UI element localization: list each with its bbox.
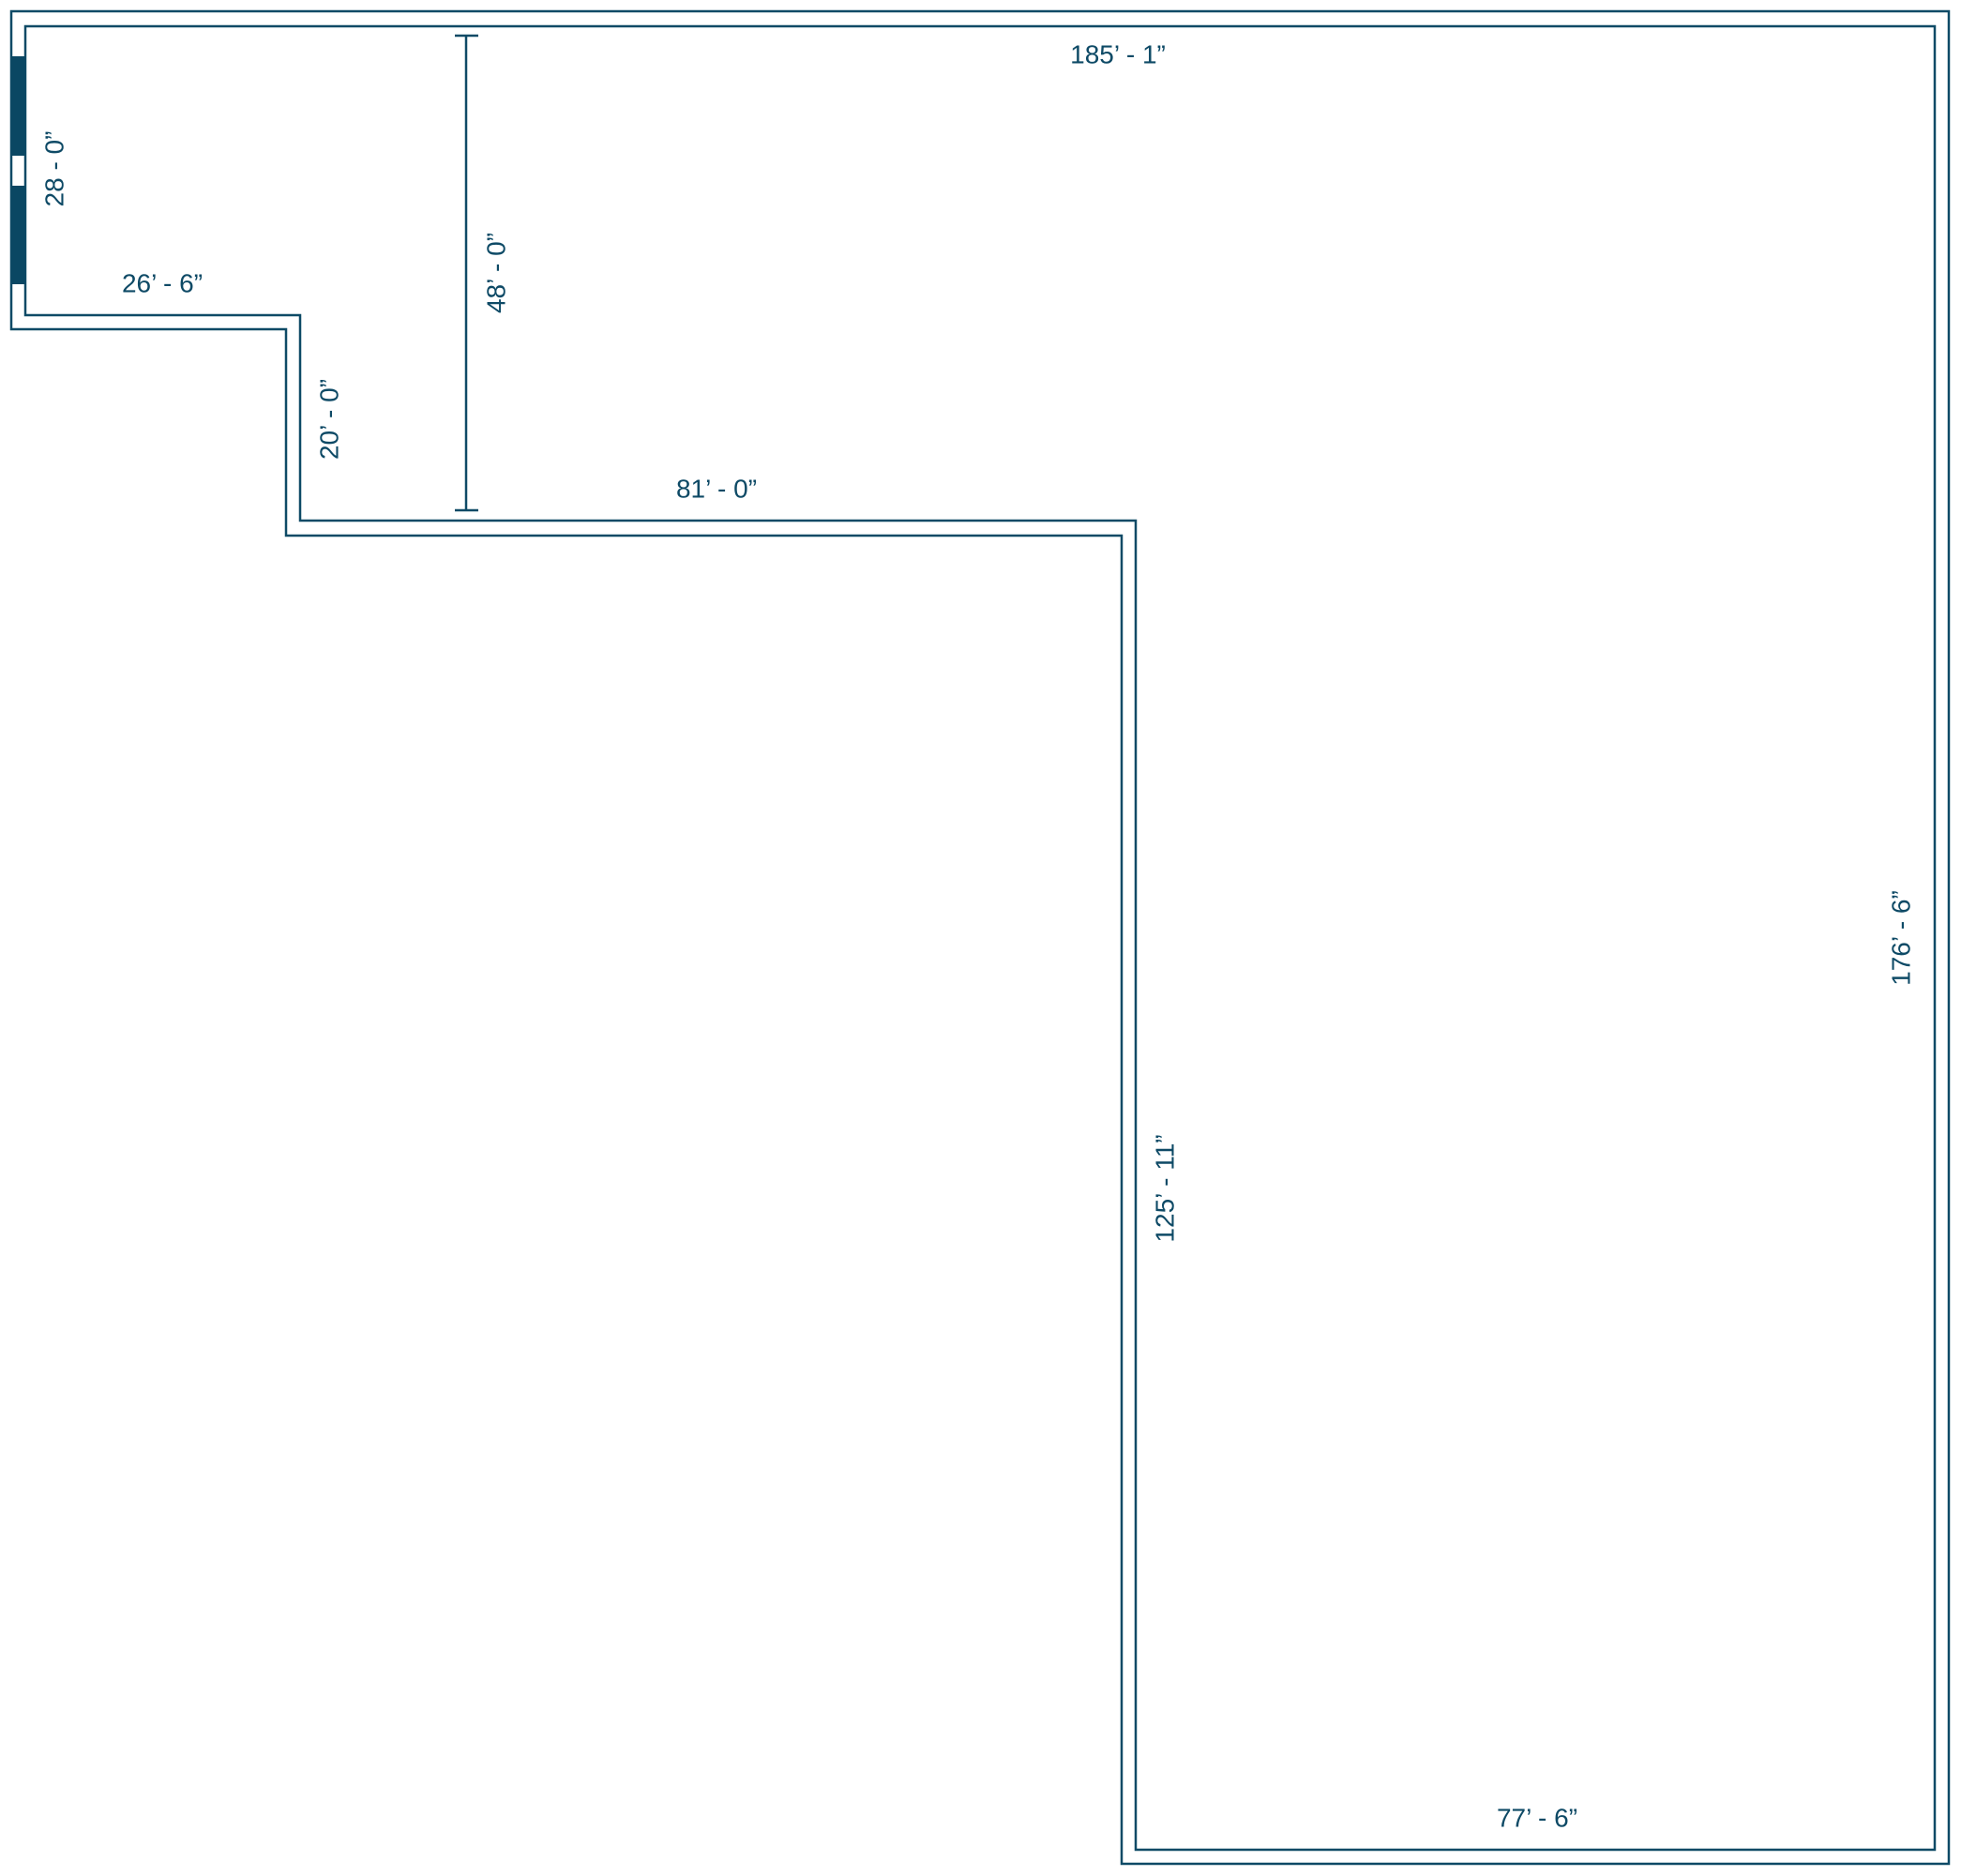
dim-middle-step: 81’ - 0” [676, 474, 757, 503]
window-upper [11, 56, 25, 156]
dim-left-step: 26’ - 6” [122, 268, 203, 297]
dim-right-wall: 176’ - 6” [1886, 890, 1915, 986]
outer-wall [9, 9, 1951, 1866]
window-lower [11, 186, 25, 284]
dim-top: 185’ - 1” [1070, 39, 1166, 68]
dimension-line-48ft [455, 34, 478, 512]
dim-inner-right: 125’ - 11” [1150, 1134, 1179, 1242]
inner-wall [23, 24, 1937, 1852]
dim-step-height: 20’ - 0” [314, 379, 343, 460]
dim-left-wall: 28 - 0” [39, 131, 68, 207]
dim-bottom: 77’ - 6” [1497, 1803, 1577, 1832]
dim-total-height-left: 48’ - 0” [481, 233, 510, 313]
